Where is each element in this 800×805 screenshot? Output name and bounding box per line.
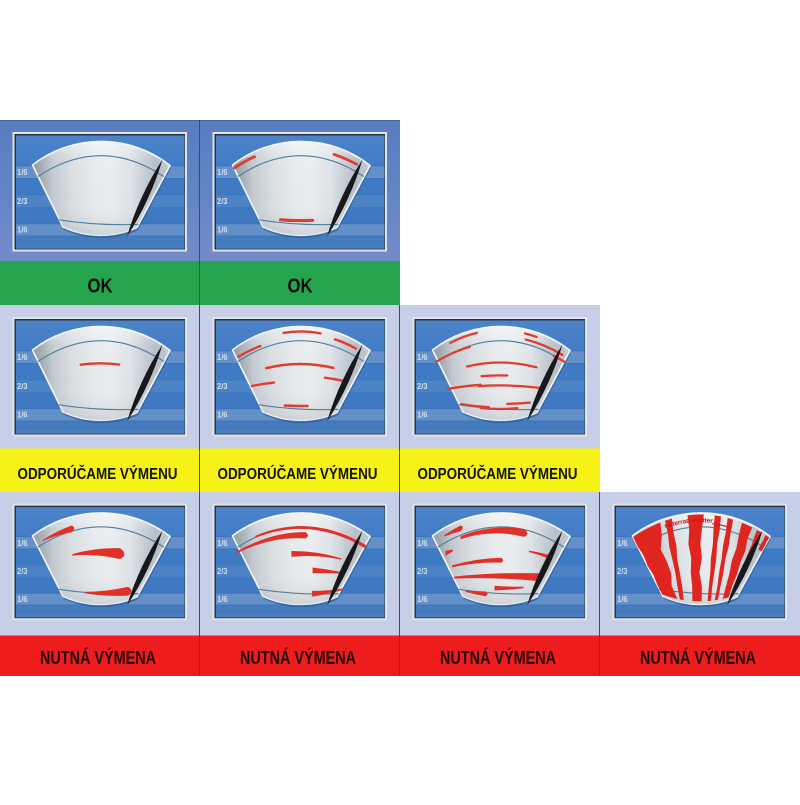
svg-text:ODPORÚČAME VÝMENU: ODPORÚČAME VÝMENU	[418, 464, 578, 483]
svg-text:NUTNÁ VÝMENA: NUTNÁ VÝMENA	[440, 647, 556, 668]
svg-text:NUTNÁ VÝMENA: NUTNÁ VÝMENA	[40, 647, 156, 668]
svg-text:ODPORÚČAME VÝMENU: ODPORÚČAME VÝMENU	[218, 464, 378, 483]
svg-text:NUTNÁ VÝMENA: NUTNÁ VÝMENA	[240, 647, 356, 668]
svg-text:OK: OK	[288, 275, 313, 298]
svg-text:ODPORÚČAME VÝMENU: ODPORÚČAME VÝMENU	[18, 464, 178, 483]
svg-text:OK: OK	[88, 275, 113, 298]
svg-text:NUTNÁ VÝMENA: NUTNÁ VÝMENA	[640, 647, 756, 668]
